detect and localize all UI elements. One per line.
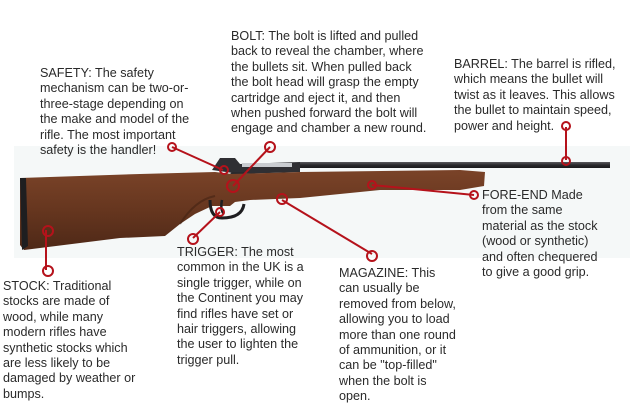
magazine-marker-label [366, 250, 378, 262]
trigger-marker-target [215, 207, 225, 217]
safety-marker-label [167, 142, 177, 152]
bolt-marker-label [264, 141, 276, 153]
fore-end-label: FORE-END Made from the same material as … [482, 188, 598, 280]
stock-label: STOCK: Traditional stocks are made of wo… [3, 279, 136, 401]
magazine-marker-target [276, 193, 288, 205]
barrel-marker-label [561, 121, 571, 131]
trigger-marker-label [187, 233, 199, 245]
fore-end-marker-label [469, 190, 479, 200]
barrel-label: BARREL: The barrel is rifled, which mean… [454, 57, 616, 133]
annotation-markers [42, 121, 571, 277]
bolt-label: BOLT: The bolt is lifted and pulled back… [231, 29, 427, 136]
stock-marker-target [42, 225, 54, 237]
trigger-label: TRIGGER: The most common in the UK is a … [177, 245, 304, 367]
bolt-marker-target [226, 179, 240, 193]
stock-marker-label [42, 265, 54, 277]
stock [20, 170, 485, 250]
safety-label: SAFETY: The safety mechanism can be two-… [40, 66, 190, 158]
barrel-marker-target [561, 156, 571, 166]
barrel [300, 162, 610, 168]
annotation-lines [45, 127, 567, 270]
magazine-label: MAGAZINE: This can usually be removed fr… [339, 266, 456, 404]
fore-end-marker-target [367, 180, 377, 190]
safety-marker-target [219, 165, 229, 175]
